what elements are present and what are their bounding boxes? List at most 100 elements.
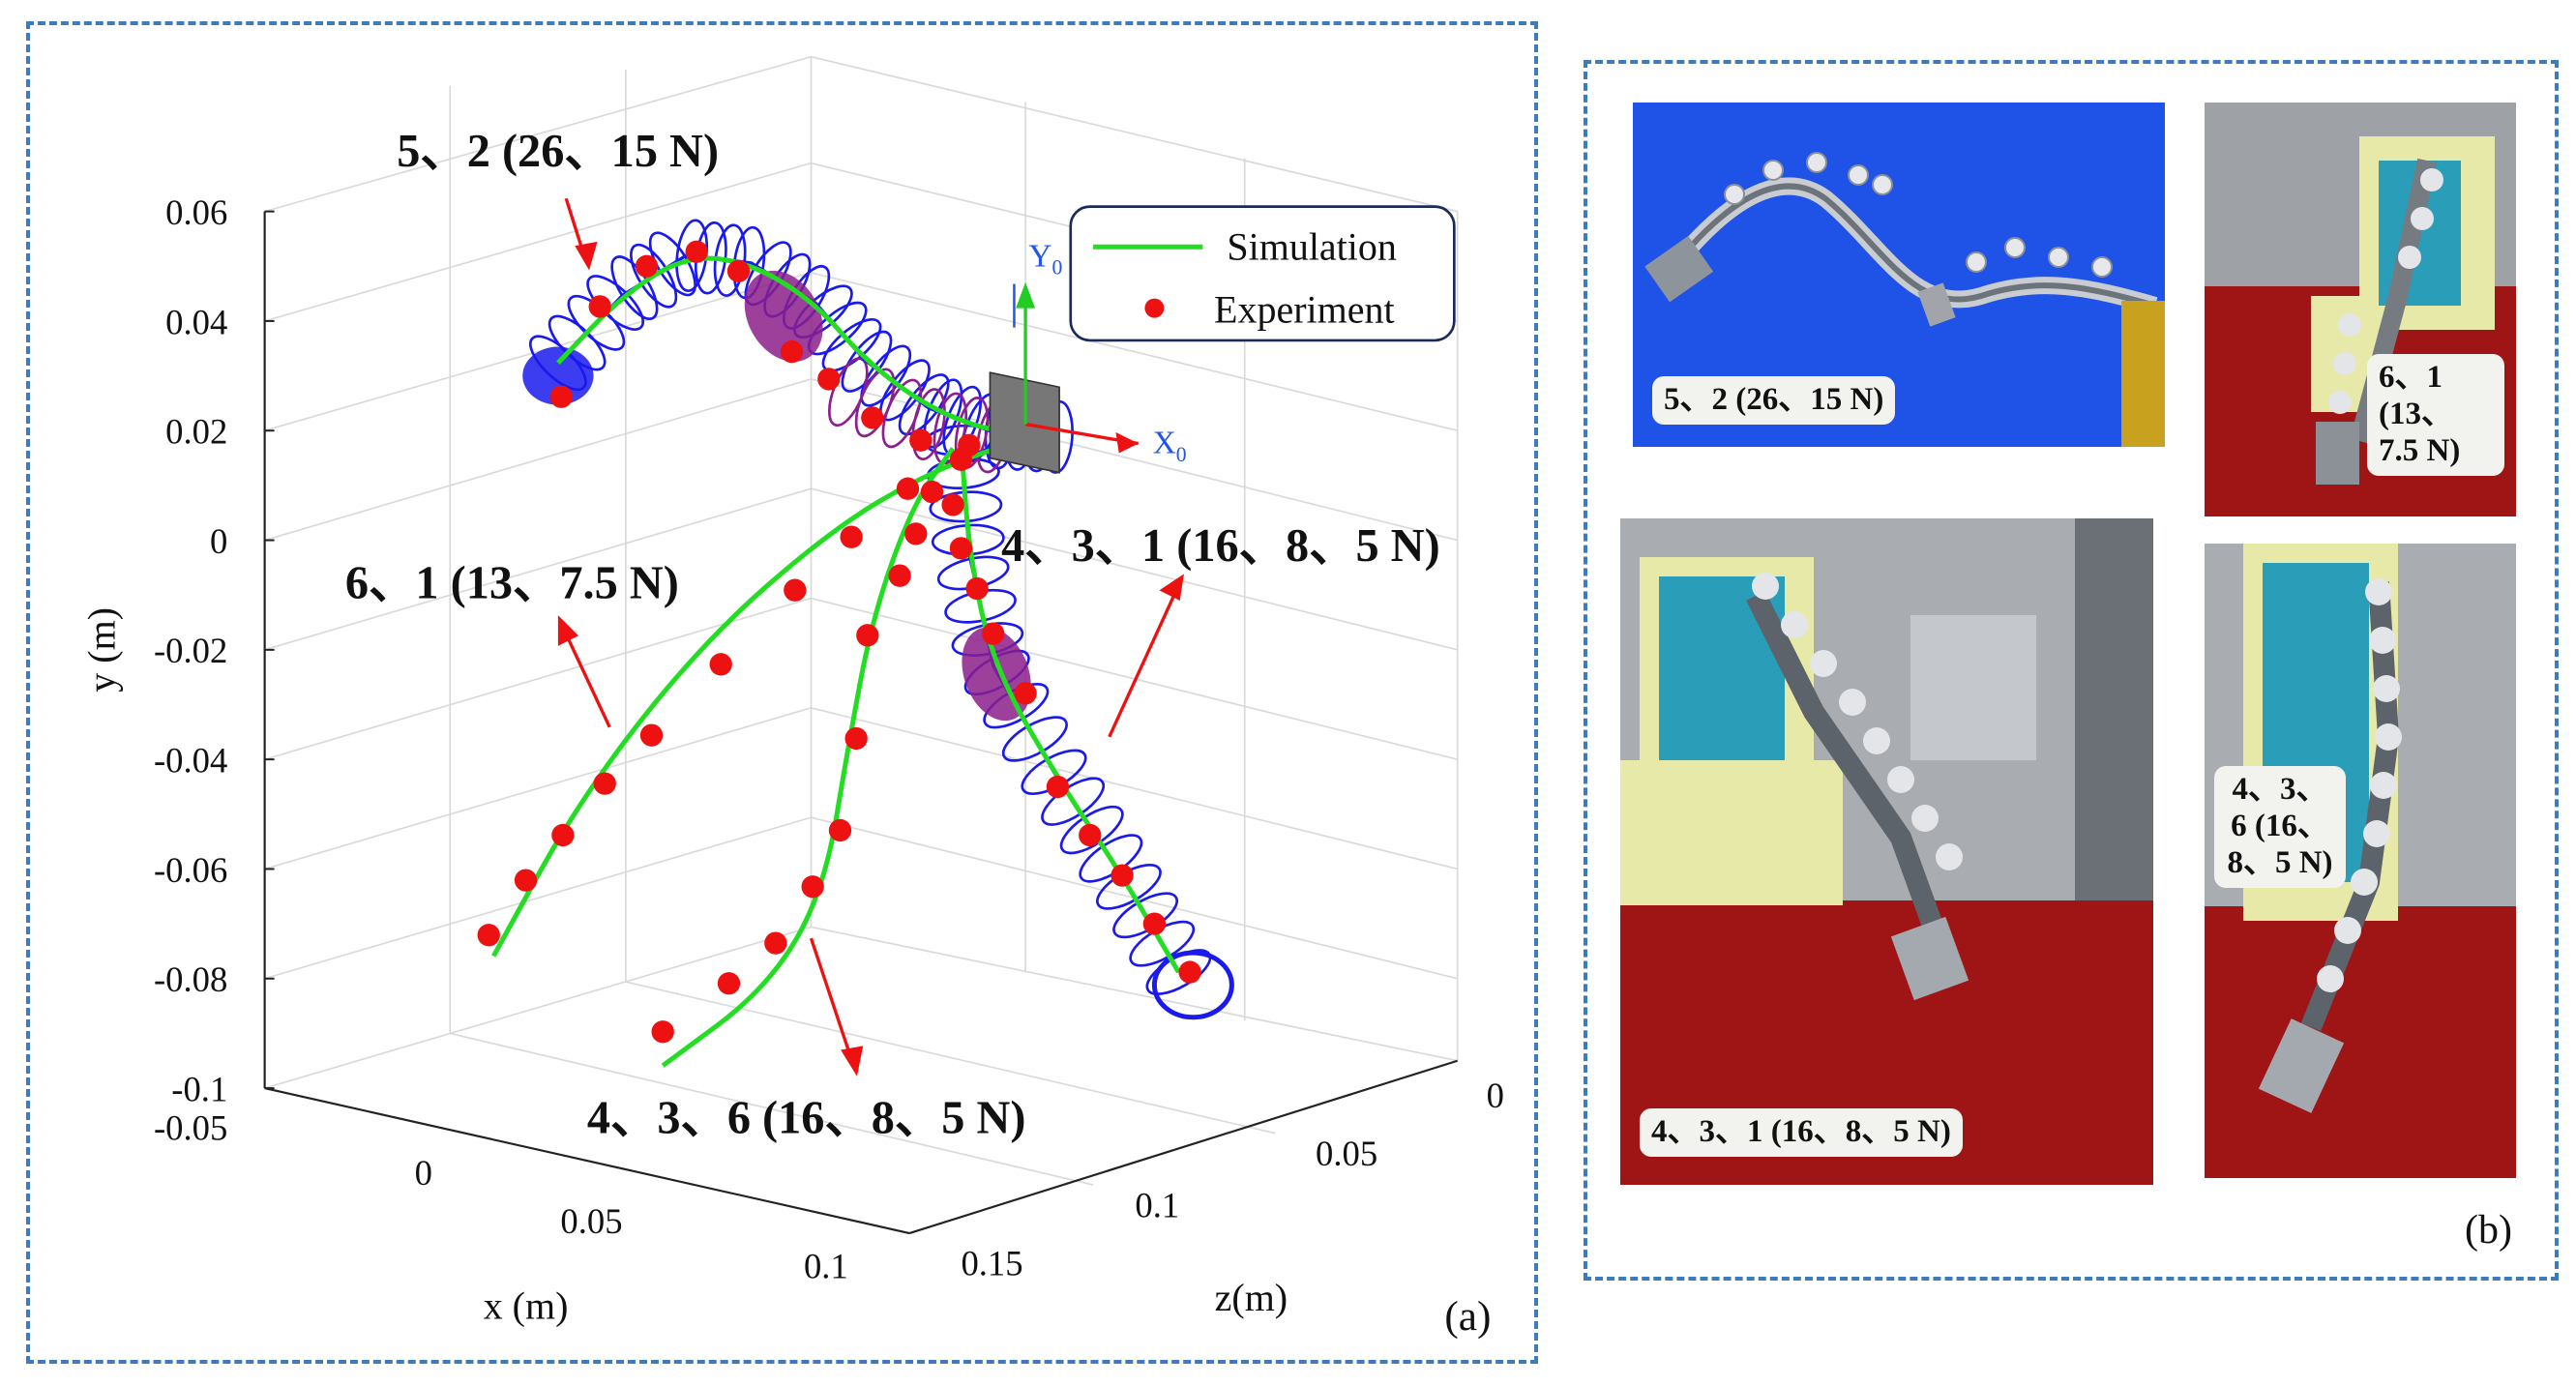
legend-simulation-label: Simulation bbox=[1227, 225, 1397, 269]
arrow-61 bbox=[561, 626, 611, 728]
experiment-point bbox=[817, 368, 841, 391]
svg-text:X0: X0 bbox=[1153, 426, 1187, 466]
experiment-point bbox=[1014, 682, 1037, 705]
simulation-line-3 bbox=[958, 440, 1181, 974]
experiment-point bbox=[861, 406, 884, 429]
x-axis-label: x (m) bbox=[484, 1283, 569, 1327]
z-tick-label: 0 bbox=[1487, 1076, 1504, 1115]
axes-lines bbox=[263, 211, 1458, 1235]
experiment-point bbox=[1046, 775, 1070, 799]
experiment-point bbox=[477, 924, 500, 947]
experiment-point bbox=[949, 537, 973, 560]
svg-text:Y0: Y0 bbox=[1028, 238, 1062, 279]
experiment-point bbox=[1142, 912, 1167, 935]
annotation-431: 4、3、1 (16、8、5 N) bbox=[1001, 520, 1440, 572]
experiment-point bbox=[904, 522, 928, 546]
caption-436-text: 4、3、6 (16、8、5 N) bbox=[2227, 772, 2333, 880]
x-tick-label: 0.05 bbox=[560, 1201, 622, 1241]
simulation-line-0 bbox=[556, 255, 1058, 440]
experiment-point bbox=[784, 578, 807, 602]
y-tick-label: -0.02 bbox=[154, 631, 227, 670]
actuator-module bbox=[744, 270, 823, 362]
y-tick-label: 0 bbox=[210, 521, 227, 561]
experiment-point bbox=[639, 723, 664, 747]
plot-3d: 0.06 0.04 0.02 0 -0.02 -0.04 -0.06 -0.08 -0.1-0.… bbox=[80, 55, 1504, 1340]
experiment-point bbox=[635, 254, 659, 278]
panel-b-frame bbox=[1584, 60, 2559, 1281]
caption-431: 4、3、1 (16、8、5 N) bbox=[1640, 1108, 1963, 1157]
experiment-point bbox=[920, 480, 944, 504]
photo-436: 4、3、6 (16、8、5 N) bbox=[2205, 544, 2516, 1178]
panel-a-letter: (a) bbox=[1444, 1293, 1491, 1340]
experiment-point bbox=[588, 295, 611, 318]
experiment-point bbox=[685, 240, 708, 263]
frame-x-label: X bbox=[1153, 426, 1176, 461]
arrow-431 bbox=[1108, 584, 1180, 738]
experiment-point bbox=[1110, 864, 1134, 887]
annotation-436: 4、3、6 (16、8、5 N) bbox=[587, 1093, 1026, 1144]
experiment-point bbox=[764, 931, 787, 955]
simulation-line-1 bbox=[491, 441, 1011, 958]
caption-436: 4、3、6 (16、8、5 N) bbox=[2214, 766, 2346, 888]
y-tick-label: 0.04 bbox=[165, 302, 227, 341]
experiment-point bbox=[949, 448, 973, 471]
y-tick-label: -0.06 bbox=[154, 850, 227, 890]
experiment-point bbox=[828, 818, 852, 842]
experiment-point bbox=[896, 477, 920, 500]
photo-52: 5、2 (26、15 N) bbox=[1633, 103, 2165, 447]
y-tick-label: 0.06 bbox=[165, 192, 227, 232]
x-tick-label: 0 bbox=[415, 1153, 432, 1193]
y-tick-label: 0.02 bbox=[165, 412, 227, 452]
experiment-point bbox=[593, 772, 616, 795]
end-effector-cylinder bbox=[522, 346, 594, 405]
caption-61-text: 6、1 (13、7.5 N) bbox=[2379, 360, 2461, 468]
experiment-point bbox=[840, 525, 863, 548]
simulation-line-2 bbox=[661, 447, 956, 1068]
z-tick-label: 0.15 bbox=[961, 1243, 1022, 1283]
panel-b-letter: (b) bbox=[2465, 1208, 2512, 1253]
legend: Simulation Experiment bbox=[1069, 205, 1456, 342]
y-tick-label: -0.08 bbox=[154, 959, 227, 999]
y-axis-label: y (m) bbox=[80, 607, 124, 693]
y-tick-label: -0.1 bbox=[171, 1069, 227, 1108]
x-tick-label: -0.05 bbox=[154, 1107, 227, 1147]
annotation-52: 5、2 (26、15 N) bbox=[397, 126, 719, 177]
frame-x-subscript: 0 bbox=[1176, 443, 1187, 466]
experiment-point bbox=[844, 726, 868, 751]
z-tick-label: 0.1 bbox=[1135, 1185, 1179, 1224]
experiment-point bbox=[888, 564, 911, 587]
caption-52: 5、2 (26、15 N) bbox=[1652, 376, 1896, 425]
frame-y-subscript: 0 bbox=[1052, 256, 1063, 280]
experiment-points bbox=[477, 240, 1201, 1044]
caption-61: 6、1 (13、7.5 N) bbox=[2367, 354, 2504, 476]
axis-ticks bbox=[264, 210, 275, 1090]
experiment-point bbox=[801, 875, 824, 899]
y-tick-label: -0.04 bbox=[154, 740, 227, 780]
z-axis-label: z(m) bbox=[1215, 1276, 1288, 1319]
experiment-point bbox=[551, 823, 575, 847]
experiment-point bbox=[780, 339, 804, 364]
experiment-point bbox=[726, 259, 751, 282]
experiment-point bbox=[965, 576, 989, 601]
experiment-point bbox=[514, 869, 538, 892]
experiment-point bbox=[651, 1020, 674, 1044]
experiment-point bbox=[717, 972, 741, 995]
legend-experiment-label: Experiment bbox=[1214, 288, 1395, 332]
experiment-point bbox=[909, 428, 933, 452]
experiment-point bbox=[709, 653, 732, 676]
experiment-point bbox=[549, 385, 573, 408]
photo-61: 6、1 (13、7.5 N) bbox=[2205, 103, 2516, 516]
experiment-point bbox=[941, 493, 964, 516]
end-effector-cylinder bbox=[1151, 950, 1234, 1020]
experiment-point bbox=[856, 624, 879, 647]
arrow-436 bbox=[809, 937, 855, 1065]
panel-a-frame bbox=[26, 21, 1538, 1364]
photo-431: 4、3、1 (16、8、5 N) bbox=[1620, 518, 2153, 1185]
experiment-point bbox=[1178, 960, 1201, 984]
z-tick-label: 0.05 bbox=[1316, 1134, 1377, 1173]
annotation-61: 6、1 (13、7.5 N) bbox=[345, 558, 679, 609]
legend-experiment-swatch bbox=[1144, 298, 1165, 318]
x-tick-label: 0.1 bbox=[804, 1247, 848, 1286]
simulation-lines bbox=[491, 255, 1181, 1068]
actuator-ring bbox=[911, 388, 946, 460]
